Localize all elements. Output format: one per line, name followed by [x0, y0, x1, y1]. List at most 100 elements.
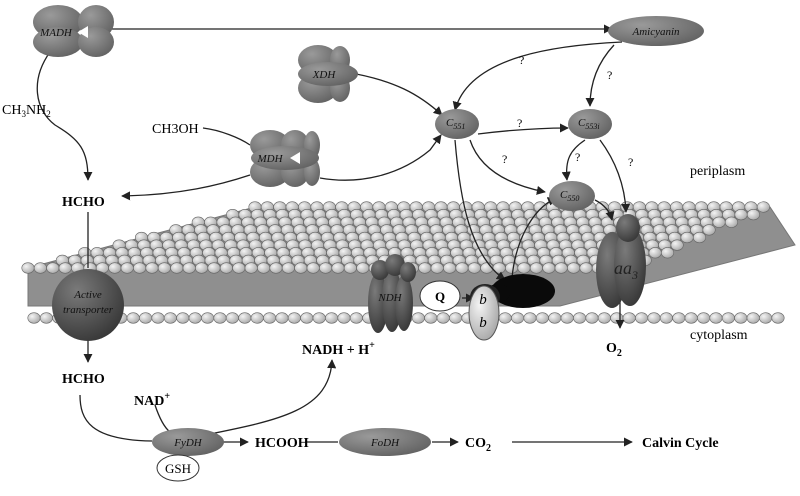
lipid-head — [692, 231, 706, 244]
lipid-head — [661, 247, 675, 259]
lipid-head — [349, 312, 363, 324]
arrow-c551-to-bc1 — [454, 139, 506, 281]
gsh-label: GSH — [165, 461, 191, 476]
transporter-label-line1: Active — [73, 289, 102, 301]
lipid-head — [436, 312, 450, 324]
periplasm-label: periplasm — [690, 164, 745, 179]
lipid-head — [195, 262, 209, 274]
lipid-head — [207, 262, 221, 274]
fydh-label: FyDH — [173, 437, 203, 449]
unknown-step-marks: ? ? ? ? ? ? — [502, 53, 633, 169]
ch3oh-label: CH3OH — [152, 122, 199, 137]
lipid-head — [424, 312, 438, 324]
xdh-label: XDH — [312, 69, 337, 81]
aa3-label: aa3 — [614, 258, 638, 282]
lipid-head — [573, 312, 587, 324]
lipid-head — [21, 262, 35, 274]
cytochrome-c550: C550 — [549, 181, 595, 211]
arrow-nad-to-fydh — [154, 404, 171, 433]
lipid-head — [108, 262, 122, 274]
lipid-head — [622, 312, 636, 324]
hcho-top-label: HCHO — [62, 195, 105, 210]
lipid-head — [58, 262, 72, 274]
lipid-head — [269, 262, 283, 274]
arrow-c553-to-c550 — [561, 139, 586, 181]
lipid-head — [27, 312, 41, 324]
lipid-head — [319, 262, 333, 274]
lipid-head — [163, 312, 177, 324]
lipid-head — [548, 312, 562, 324]
lipid-head — [213, 312, 227, 324]
lipid-head — [257, 262, 271, 274]
lipid-head — [182, 262, 196, 274]
arrow-amicyanin-to-c553 — [585, 44, 615, 107]
lipid-head — [554, 262, 568, 274]
lipid-head — [535, 312, 549, 324]
lipid-head — [443, 262, 457, 274]
arrow-mdh-to-hcho — [121, 174, 251, 201]
lipid-head — [33, 262, 47, 274]
quinone: Q — [419, 280, 461, 312]
arrow-hcho-to-fydh — [79, 394, 153, 442]
lipid-head — [759, 312, 773, 324]
lipid-head — [567, 262, 581, 274]
cytochrome-b-top-label: b — [479, 292, 487, 308]
lipid-head — [721, 312, 735, 324]
question-mark: ? — [628, 155, 633, 169]
lipid-head — [275, 312, 289, 324]
lipid-head — [517, 262, 531, 274]
lipid-head — [709, 312, 723, 324]
lipid-head — [287, 312, 301, 324]
lipid-head — [635, 312, 649, 324]
lipid-head — [672, 312, 686, 324]
co2-label: CO2 — [465, 436, 491, 454]
lipid-head — [238, 312, 252, 324]
lipid-head — [151, 312, 165, 324]
c551-label: C551 — [446, 117, 465, 131]
lipid-head — [724, 216, 738, 228]
amicyanin-label: Amicyanin — [631, 26, 680, 38]
lipid-head — [498, 312, 512, 324]
gsh-cofactor: GSH — [156, 454, 200, 482]
arrow-c550-to-aa3 — [594, 199, 615, 221]
lipid-head — [511, 312, 525, 324]
madh-label: MADH — [39, 27, 73, 39]
lipid-head — [702, 224, 716, 236]
lipid-head — [505, 262, 519, 274]
lipid-head — [529, 262, 543, 274]
lipid-head — [610, 312, 624, 324]
arrow-fydh-to-nadh — [204, 359, 337, 436]
o2-label: O2 — [606, 341, 622, 359]
question-mark: ? — [517, 116, 522, 130]
lipid-head — [771, 312, 785, 324]
arrow-mdh-to-c551 — [319, 134, 442, 181]
cytochrome-c553: C553i — [568, 109, 612, 139]
lipid-head — [670, 239, 684, 251]
question-mark: ? — [502, 152, 507, 166]
lipid-head — [170, 262, 184, 274]
cytochrome-c551: C551 — [435, 109, 479, 139]
lipid-head — [680, 231, 694, 244]
active-transporter: Active transporter — [52, 269, 124, 341]
lipid-head — [294, 262, 308, 274]
lipid-head — [343, 262, 357, 274]
lipid-head — [659, 312, 673, 324]
lipid-head — [734, 209, 748, 221]
lipid-head — [647, 312, 661, 324]
question-mark: ? — [575, 150, 580, 164]
mdh-enzyme: MDH — [250, 130, 320, 187]
lipid-head — [232, 262, 246, 274]
lipid-head — [250, 312, 264, 324]
lipid-head — [430, 262, 444, 274]
lipid-head — [145, 262, 159, 274]
lipid-head — [312, 312, 326, 324]
lipid-head — [219, 262, 233, 274]
lipid-head — [411, 312, 425, 324]
transporter-label-line2: transporter — [63, 304, 114, 316]
lipid-head — [356, 262, 370, 274]
lipid-head — [337, 312, 351, 324]
arrow-xdh-to-c551 — [344, 71, 443, 116]
arrow-amicyanin-to-c551 — [452, 41, 623, 111]
lipid-head — [418, 262, 432, 274]
